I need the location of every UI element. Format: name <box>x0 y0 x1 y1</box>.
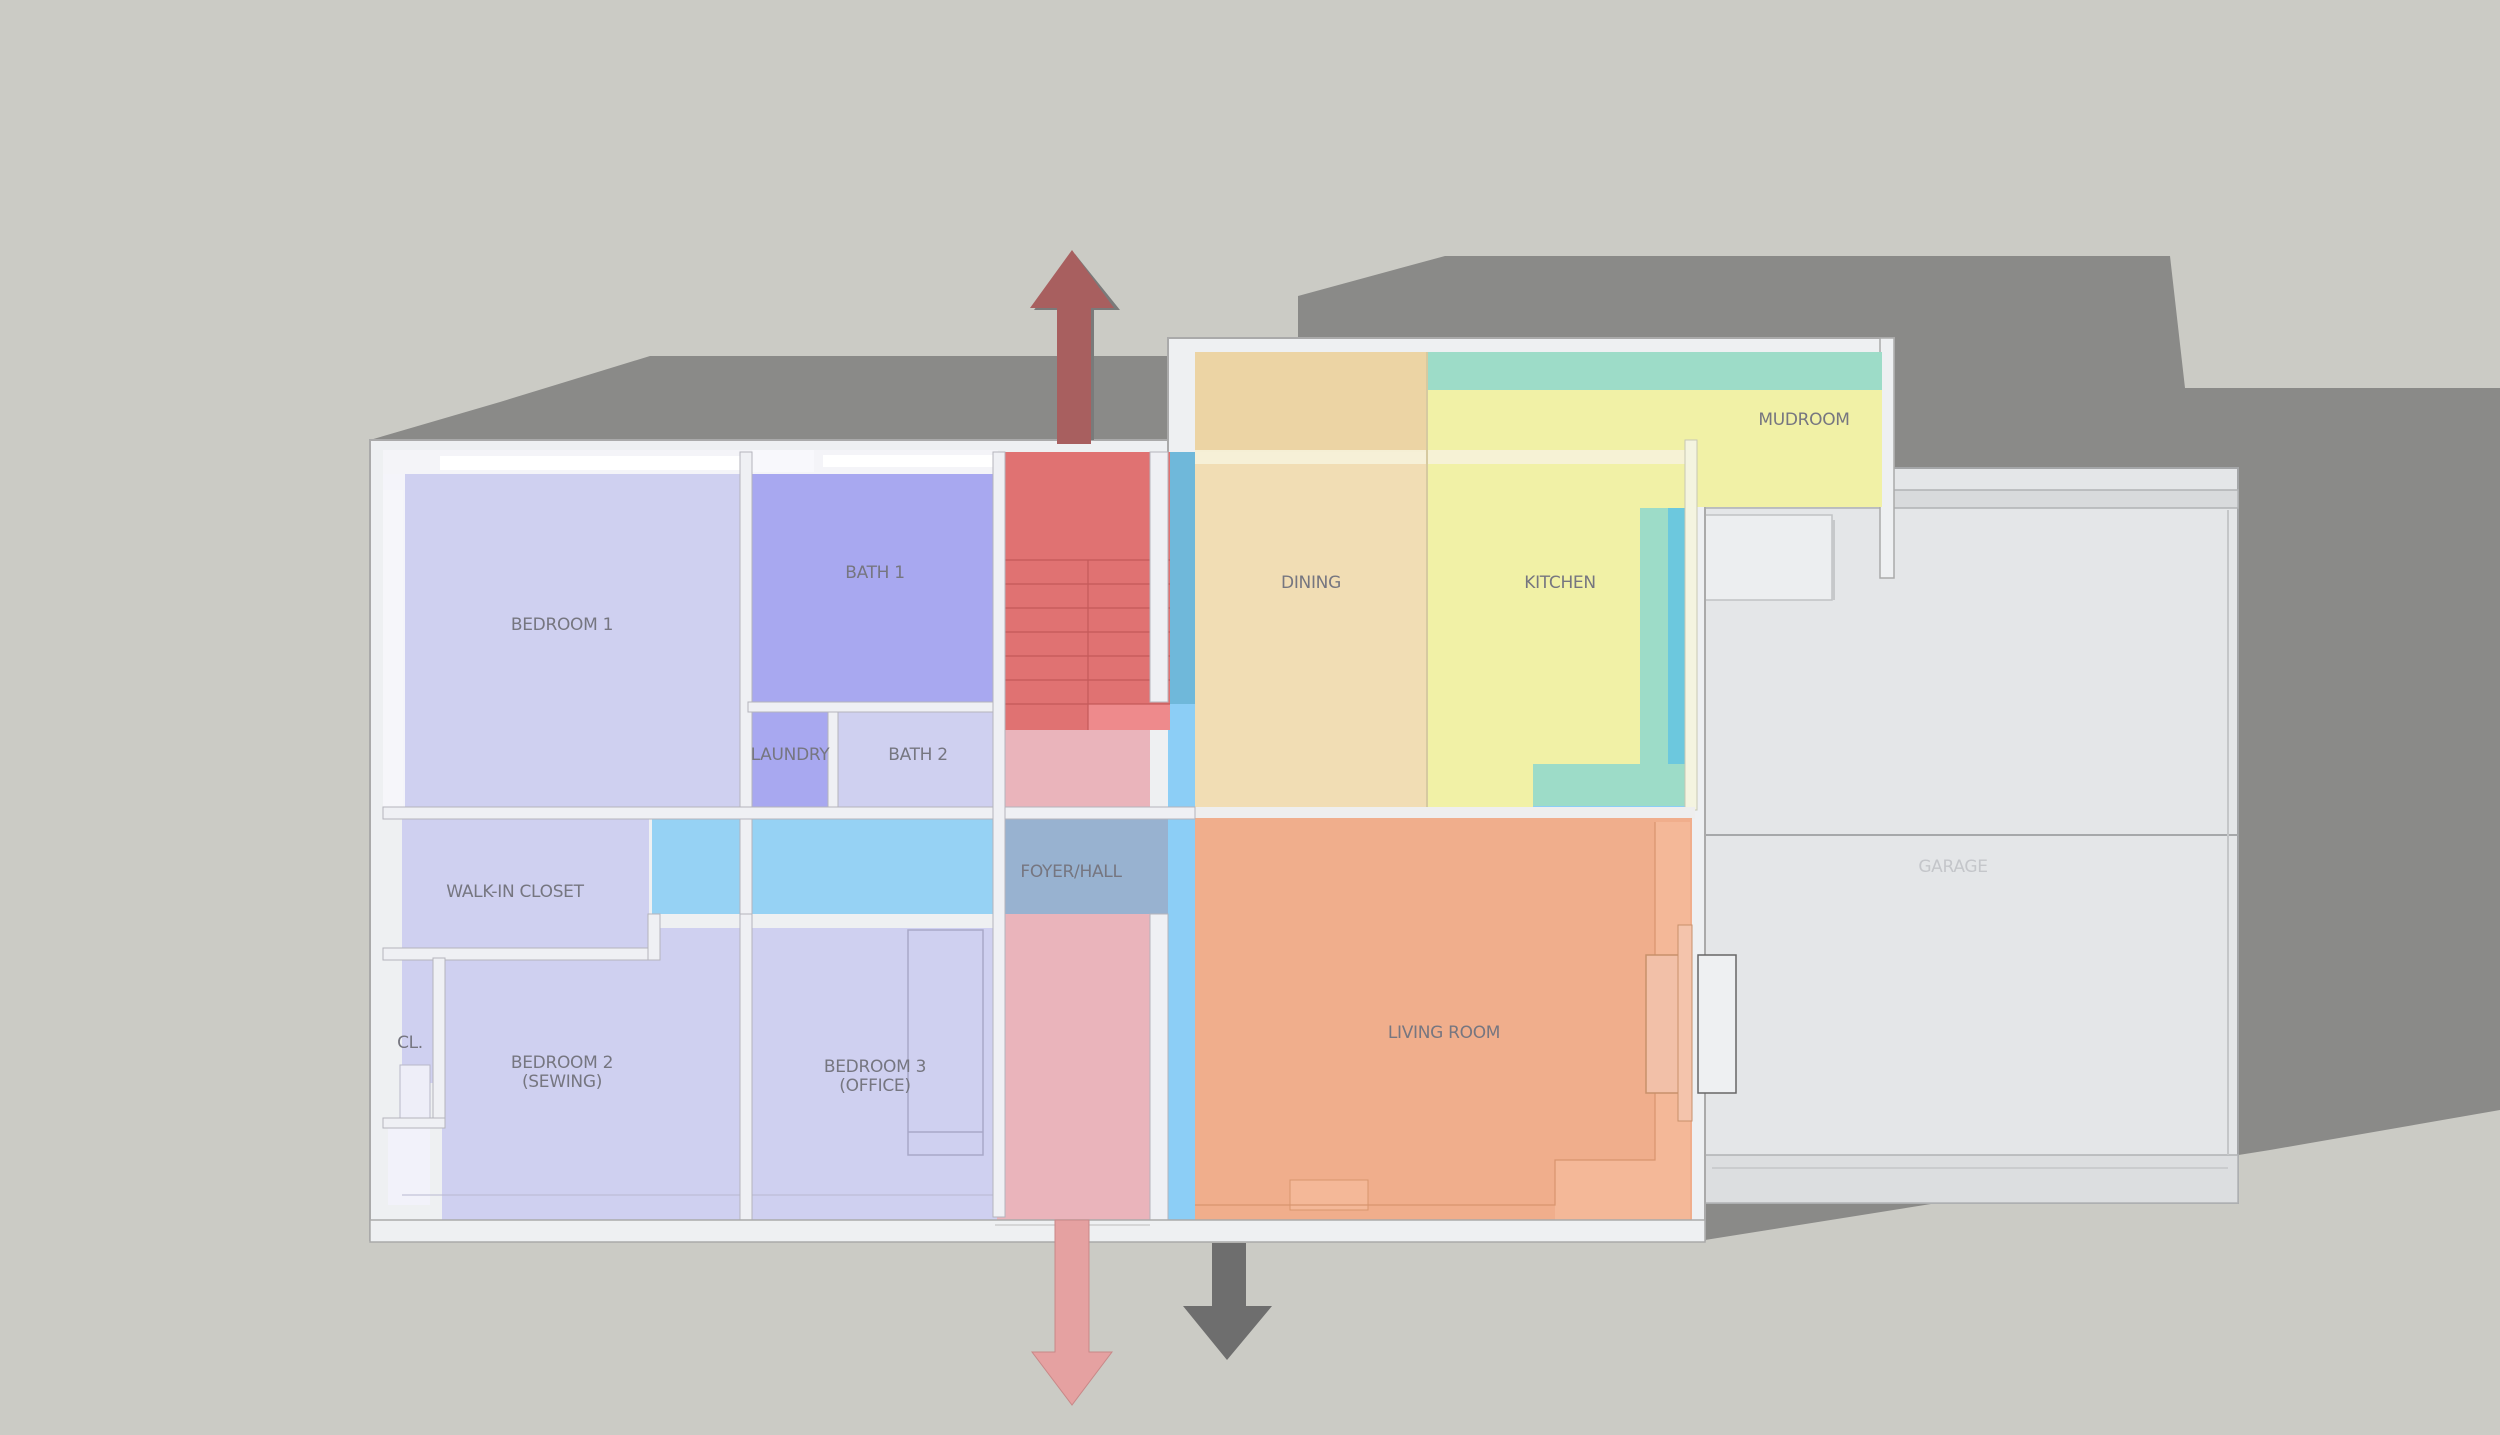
arrow-down-exit <box>1030 1219 1114 1406</box>
bath-1-floor <box>752 470 996 702</box>
living-room-floor <box>1195 818 1692 1220</box>
walk-in-closet-floor <box>402 818 649 948</box>
south-wall <box>369 1219 1706 1243</box>
garage <box>1699 467 2239 1204</box>
label-laundry: LAUNDRY <box>751 745 831 765</box>
private-rooms <box>383 455 997 1220</box>
upper-counter <box>1427 352 1882 390</box>
label-mudroom: MUDROOM <box>1758 410 1849 430</box>
label-bedroom-2-line1: BEDROOM 2 <box>511 1053 613 1073</box>
label-foyer-hall: FOYER/HALL <box>1020 862 1122 882</box>
label-garage: GARAGE <box>1918 857 1987 877</box>
label-bedroom-2-line2: (SEWING) <box>522 1072 602 1092</box>
bedroom-3-floor <box>752 928 997 1220</box>
bath-2-floor <box>838 712 996 807</box>
label-closet: CL. <box>397 1033 423 1053</box>
living-room <box>1195 818 1737 1220</box>
hall-pink <box>997 700 1150 1220</box>
laundry-floor <box>752 712 828 807</box>
arrow-up-exit <box>1030 250 1120 444</box>
arrow-garage-exit <box>1183 1243 1272 1360</box>
label-bath-2: BATH 2 <box>888 745 948 765</box>
lower-counter <box>1533 764 1694 806</box>
bedroom-1-floor <box>402 470 740 807</box>
stair <box>1005 452 1170 730</box>
bedroom-details <box>388 929 995 1205</box>
label-living-room: LIVING ROOM <box>1388 1023 1500 1043</box>
label-bath-1: BATH 1 <box>845 563 905 583</box>
baths <box>752 470 996 807</box>
north-wall-detail <box>383 450 998 808</box>
label-bedroom-1: BEDROOM 1 <box>511 615 613 635</box>
interior-walls <box>382 451 1196 1221</box>
label-bedroom-3-line2: (OFFICE) <box>839 1076 910 1096</box>
label-kitchen: KITCHEN <box>1524 573 1596 593</box>
side-counter <box>1640 508 1670 766</box>
kitchen-walls <box>1195 352 1698 819</box>
room-labels: BEDROOM 1 BATH 1 LAUNDRY BATH 2 WALK-IN … <box>397 410 1988 1096</box>
bedroom-2-floor <box>442 928 740 1220</box>
label-walk-in-closet: WALK-IN CLOSET <box>446 882 584 902</box>
foyer-overlap <box>993 818 1195 914</box>
label-bedroom-3-line1: BEDROOM 3 <box>824 1057 926 1077</box>
label-dining: DINING <box>1281 573 1341 593</box>
